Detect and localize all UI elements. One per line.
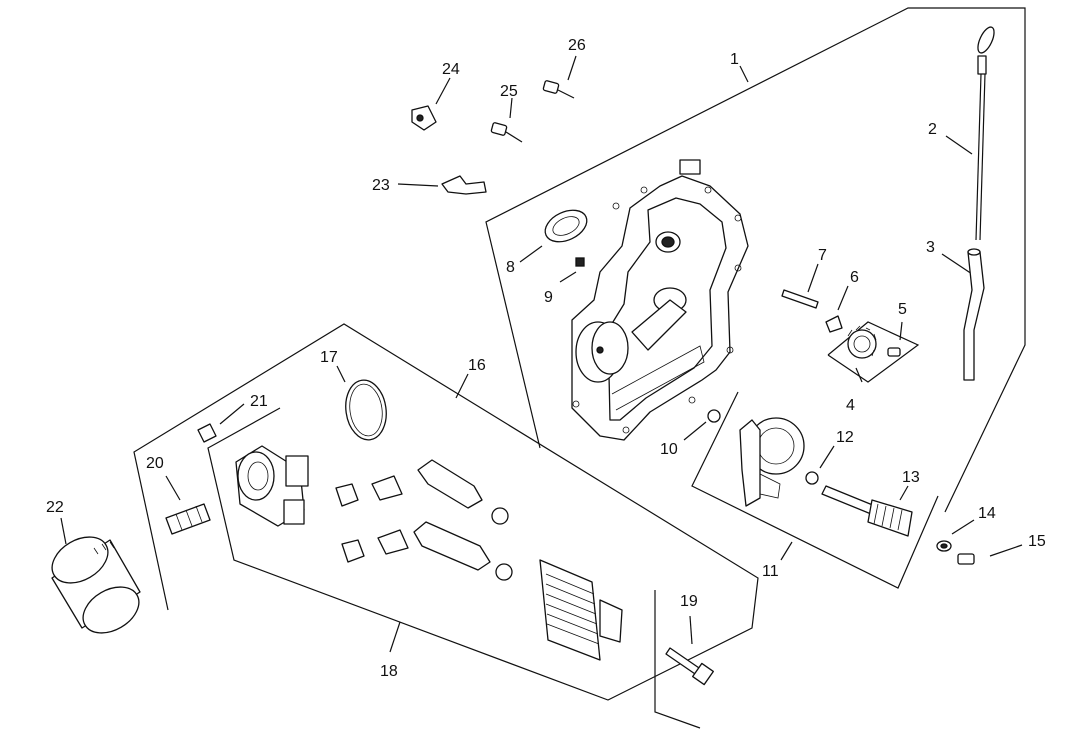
- callout-11: 11: [762, 563, 779, 580]
- callout-5: 5: [898, 301, 907, 318]
- part-plug-21: [197, 423, 217, 443]
- callout-2: 2: [928, 121, 937, 138]
- callout-18: 18: [380, 663, 398, 680]
- group-outline-16: [133, 323, 759, 701]
- part-shaft-7: [781, 289, 819, 309]
- group-outline-19: [654, 590, 701, 729]
- callout-10: 10: [660, 441, 678, 458]
- part-o-ring-10: [707, 409, 721, 423]
- group-outline-11: [691, 391, 939, 589]
- part-oil-filter: [51, 536, 141, 634]
- callout-22: 22: [46, 499, 64, 516]
- leader-lines: [60, 55, 1023, 653]
- group-outline-1: [485, 7, 1026, 513]
- callout-8: 8: [506, 259, 515, 276]
- callout-15: 15: [1028, 533, 1046, 550]
- part-bolt-15: [957, 553, 975, 565]
- part-fitting-20: [165, 503, 211, 535]
- part-washer-6: [825, 315, 843, 333]
- callout-13: 13: [902, 469, 920, 486]
- callout-9: 9: [544, 289, 553, 306]
- part-dipstick: [975, 26, 995, 241]
- part-bolt-26: [542, 80, 575, 99]
- callout-23: 23: [372, 177, 390, 194]
- part-oil-strainer: [821, 485, 913, 537]
- part-elbow-23: [441, 175, 487, 195]
- part-bolt-19: [665, 647, 714, 686]
- callout-3: 3: [926, 239, 935, 256]
- part-plug-9: [575, 257, 585, 267]
- part-dipstick-tube: [963, 248, 985, 381]
- part-sensor-24: [411, 105, 437, 131]
- part-pump-gear: [847, 325, 877, 359]
- callout-6: 6: [850, 269, 859, 286]
- callout-21: 21: [250, 393, 268, 410]
- callout-25: 25: [500, 83, 518, 100]
- part-oil-cooler: [539, 559, 623, 661]
- part-washer-14: [936, 540, 952, 552]
- callout-20: 20: [146, 455, 164, 472]
- part-cover-housing: [571, 159, 749, 441]
- callout-16: 16: [468, 357, 486, 374]
- callout-19: 19: [680, 593, 698, 610]
- part-oil-pump: [739, 417, 805, 507]
- part-o-ring-12: [805, 471, 819, 485]
- callout-17: 17: [320, 349, 338, 366]
- callout-7: 7: [818, 247, 827, 264]
- part-hose-fittings: [335, 459, 513, 581]
- callout-1: 1: [730, 51, 739, 68]
- part-o-ring-17: [345, 379, 387, 441]
- part-cooler-adapter: [235, 445, 309, 527]
- callout-26: 26: [568, 37, 586, 54]
- callout-12: 12: [836, 429, 854, 446]
- callout-4: 4: [846, 397, 855, 414]
- callout-24: 24: [442, 61, 460, 78]
- part-bolt-25: [490, 122, 523, 143]
- callout-14: 14: [978, 505, 996, 522]
- part-pin-5: [887, 347, 901, 357]
- callout-labels: 1 2 3 4 5 6 7 8 9 10 11 12 13 14 15 16 1…: [46, 37, 1046, 680]
- part-oil-seal: [544, 209, 588, 243]
